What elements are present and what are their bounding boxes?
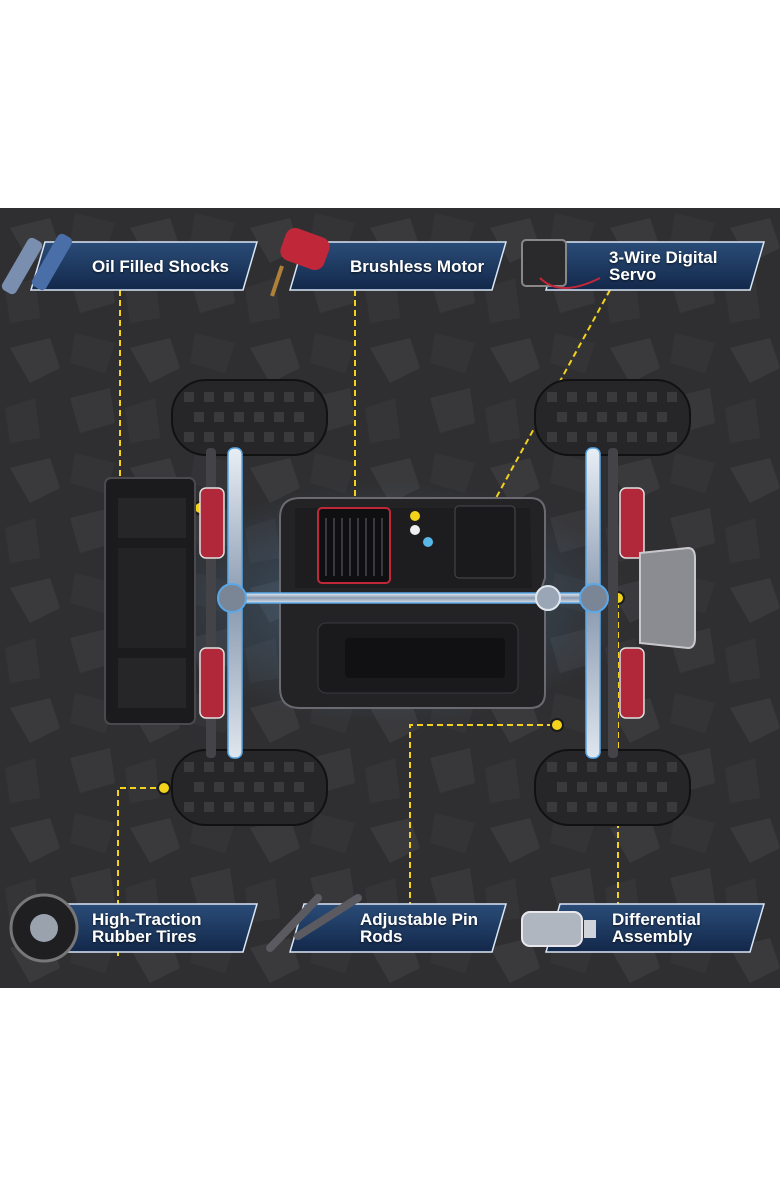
feature-label-text: Differential Assembly [612,910,701,946]
servo-icon [521,239,601,289]
feature-label-servo: 3-Wire Digital Servo [609,242,717,290]
spur-gear [535,585,561,611]
tire-icon [9,893,79,963]
pin-rods-icon [266,894,362,952]
feature-label-text: Oil Filled Shocks [92,256,229,276]
feature-label-text: 3-Wire Digital Servo [609,248,718,284]
label-plates [30,241,765,953]
rear-diff [217,583,247,613]
feature-infographic: Oil Filled Shocks Brushless Motor 3-Wire… [0,208,780,988]
rear-wing [104,477,196,725]
feature-label-text: High-Traction Rubber Tires [92,910,202,946]
differential-icon [521,911,596,947]
motor-icon [270,227,330,297]
front-diff [579,583,609,613]
feature-label-oil-filled-shocks: Oil Filled Shocks [92,242,229,290]
feature-label-rubber-tires: High-Traction Rubber Tires [92,904,202,952]
tires [171,379,691,826]
feature-label-pin-rods: Adjustable Pin Rods [360,904,478,952]
feature-label-text: Adjustable Pin Rods [360,910,479,946]
motor [317,507,391,584]
front-bumper [639,546,696,650]
rc-car-illustration [0,208,780,988]
feature-label-differential: Differential Assembly [612,904,701,952]
esc-wires [410,505,516,579]
feature-label-text: Brushless Motor [350,256,485,276]
feature-label-brushless-motor: Brushless Motor [350,242,484,290]
shock-absorber-icon [1,233,73,295]
shock-absorbers [199,487,645,719]
